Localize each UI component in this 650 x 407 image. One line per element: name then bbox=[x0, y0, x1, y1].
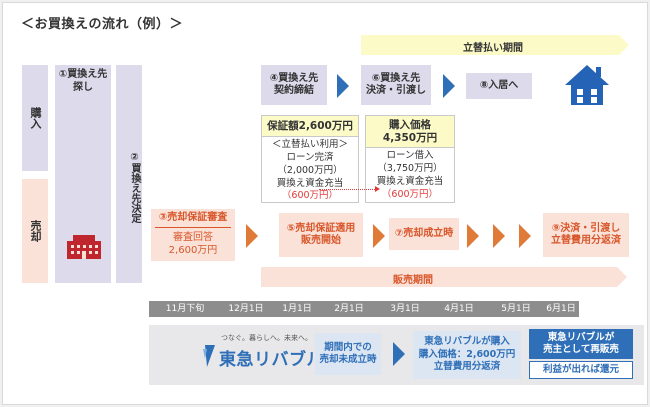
hanbai-period-tip bbox=[617, 267, 627, 287]
timeline-tick: 11月下旬 bbox=[165, 304, 205, 314]
tatekae-period-bar bbox=[361, 35, 619, 55]
baikyaku-label: 売却 bbox=[22, 179, 48, 283]
timeline: 11月下旬 12月1日 1月1日 2月1日 3月1日 4月1日 5月1日 6月1… bbox=[149, 301, 579, 317]
guarantee-card: 保証額2,600万円 ＜立替払い利用＞ ローン完済 （2,000万円） 買換え資… bbox=[261, 115, 359, 203]
step7-arrow-2 bbox=[493, 224, 505, 248]
step7-box: ⑦売却成立時 bbox=[389, 218, 459, 250]
hanbai-period-bar bbox=[261, 267, 617, 287]
page-title: ＜お買換えの流れ（例）＞ bbox=[21, 17, 184, 32]
timeline-tick: 12月1日 bbox=[228, 304, 264, 314]
kounyu-label: 購入 bbox=[22, 65, 48, 171]
tatekae-period-label: 立替払い期間 bbox=[463, 43, 523, 54]
logo-tagline: つなぐ。暮らしへ。未来へ。 bbox=[221, 334, 312, 342]
step7-arrow-1 bbox=[467, 224, 479, 248]
timeline-tick: 5月1日 bbox=[501, 304, 531, 314]
note1-box: 期間内での売却未成立時 bbox=[315, 333, 381, 375]
timeline-tick: 1月1日 bbox=[282, 304, 312, 314]
timeline-tick: 2月1日 bbox=[334, 304, 364, 314]
step5-arrow bbox=[373, 224, 385, 248]
tatekae-period-tip bbox=[619, 35, 629, 55]
note1-arrow bbox=[393, 342, 405, 366]
logo-mark-icon bbox=[203, 345, 217, 371]
transfer-arrow bbox=[319, 189, 377, 190]
step6-arrow bbox=[443, 74, 455, 98]
step3-divider bbox=[155, 227, 231, 228]
note3-box: 東急リバブルが売主として再販売 bbox=[529, 329, 633, 359]
timeline-tick: 4月1日 bbox=[444, 304, 474, 314]
step1-label: ①買換え先探し bbox=[58, 69, 108, 93]
step7-arrow-3 bbox=[519, 224, 531, 248]
note3-sub: 利益が出れば還元 bbox=[529, 361, 633, 379]
step2-column bbox=[116, 65, 142, 283]
step9-box: ⑨決済・引渡し立替費用分返済 bbox=[543, 213, 629, 257]
building-icon bbox=[67, 235, 101, 263]
step3-label: ③売却保証審査 bbox=[158, 212, 228, 223]
house-icon bbox=[563, 63, 611, 111]
transfer-arrowhead bbox=[375, 186, 380, 192]
step3-box bbox=[151, 209, 235, 261]
hanbai-period-label: 販売期間 bbox=[393, 275, 433, 286]
note2-box: 東急リバブルが購入購入価格：2,600万円立替費用分返済 bbox=[413, 331, 521, 379]
timeline-tick: 3月1日 bbox=[390, 304, 420, 314]
logo-name: 東急リバブル bbox=[219, 350, 324, 370]
step6-box: ⑥買換え先決済・引渡し bbox=[361, 65, 431, 105]
step2-label: ②買換え先決定 bbox=[129, 151, 140, 223]
step3-arrow bbox=[246, 224, 258, 248]
step8-box: ⑧入居へ bbox=[466, 73, 532, 99]
step5-box: ⑤売却保証適用販売開始 bbox=[279, 213, 363, 257]
step4-arrow bbox=[337, 74, 349, 98]
step4-box: ④買換え先契約締結 bbox=[261, 65, 327, 105]
timeline-tick: 6月1日 bbox=[546, 304, 576, 314]
